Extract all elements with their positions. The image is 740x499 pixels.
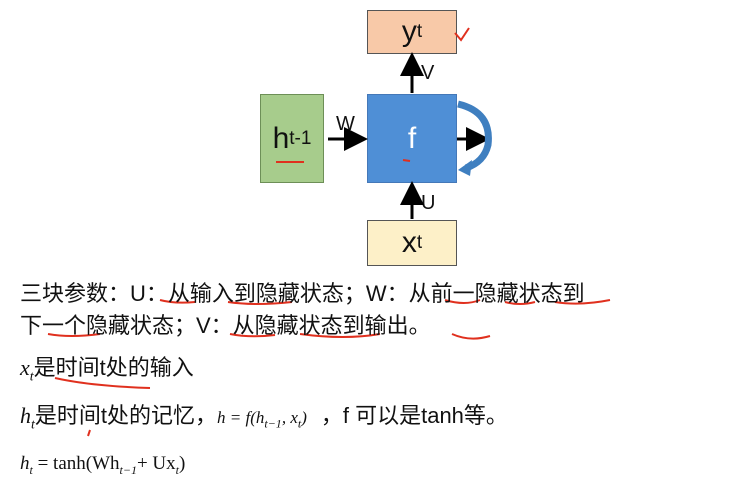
formula-part: h: [217, 408, 226, 427]
params-line-2: 下一个隐藏状态；V：从隐藏状态到输出。: [20, 313, 431, 338]
node-subscript: t: [416, 21, 423, 42]
formula-part: t−1: [119, 462, 137, 477]
node-subscript: t: [416, 232, 423, 253]
ht-formula: h = f(ht−1, xt): [217, 408, 307, 431]
handwritten-annotations: [47, 27, 611, 437]
edge-label-v: V: [421, 62, 435, 84]
formula-part: = tanh(Wh: [32, 453, 120, 474]
node-label: h: [272, 121, 290, 155]
math-symbol: x: [20, 355, 30, 380]
node-label: y: [401, 15, 417, 48]
math-symbol: h: [20, 403, 31, 428]
node-subscript: t-1: [289, 127, 312, 149]
formula-part: ): [179, 453, 186, 474]
description-text: 是时间t处的输入: [33, 355, 194, 380]
node-label: x: [401, 226, 417, 259]
xt-description: xt是时间t处的输入: [20, 350, 194, 385]
formula-part: , x: [281, 408, 298, 427]
params-line-1: 三块参数：U：从输入到隐藏状态；W：从前一隐藏状态到: [20, 281, 585, 306]
ht-description: ht是时间t处的记忆，h = f(ht−1, xt)，f 可以是tanh等。: [20, 398, 508, 433]
math-subscript: t: [31, 417, 35, 433]
formula-part: t−1: [264, 416, 282, 431]
formula-part: + Ux: [136, 453, 176, 474]
tanh-equation: ht = tanh(Wht−1+ Uxt): [20, 453, 185, 478]
node-label: f: [407, 121, 417, 155]
edge-label-u: U: [421, 192, 436, 214]
formula-part: = f(h: [225, 408, 265, 427]
description-text: 是时间t处的记忆，: [34, 403, 218, 428]
formula-part: t: [297, 416, 302, 431]
equation-body: ht = tanh(Wht−1+ Uxt): [20, 453, 186, 477]
formula-part: t: [29, 462, 33, 477]
description-tail: ，f 可以是tanh等。: [320, 403, 508, 428]
formula-part: h: [20, 453, 30, 474]
formula-part: t: [175, 462, 179, 477]
math-subscript: t: [29, 369, 34, 385]
formula-part: ): [301, 408, 307, 427]
recurrent-arrow-icon: [457, 100, 492, 172]
